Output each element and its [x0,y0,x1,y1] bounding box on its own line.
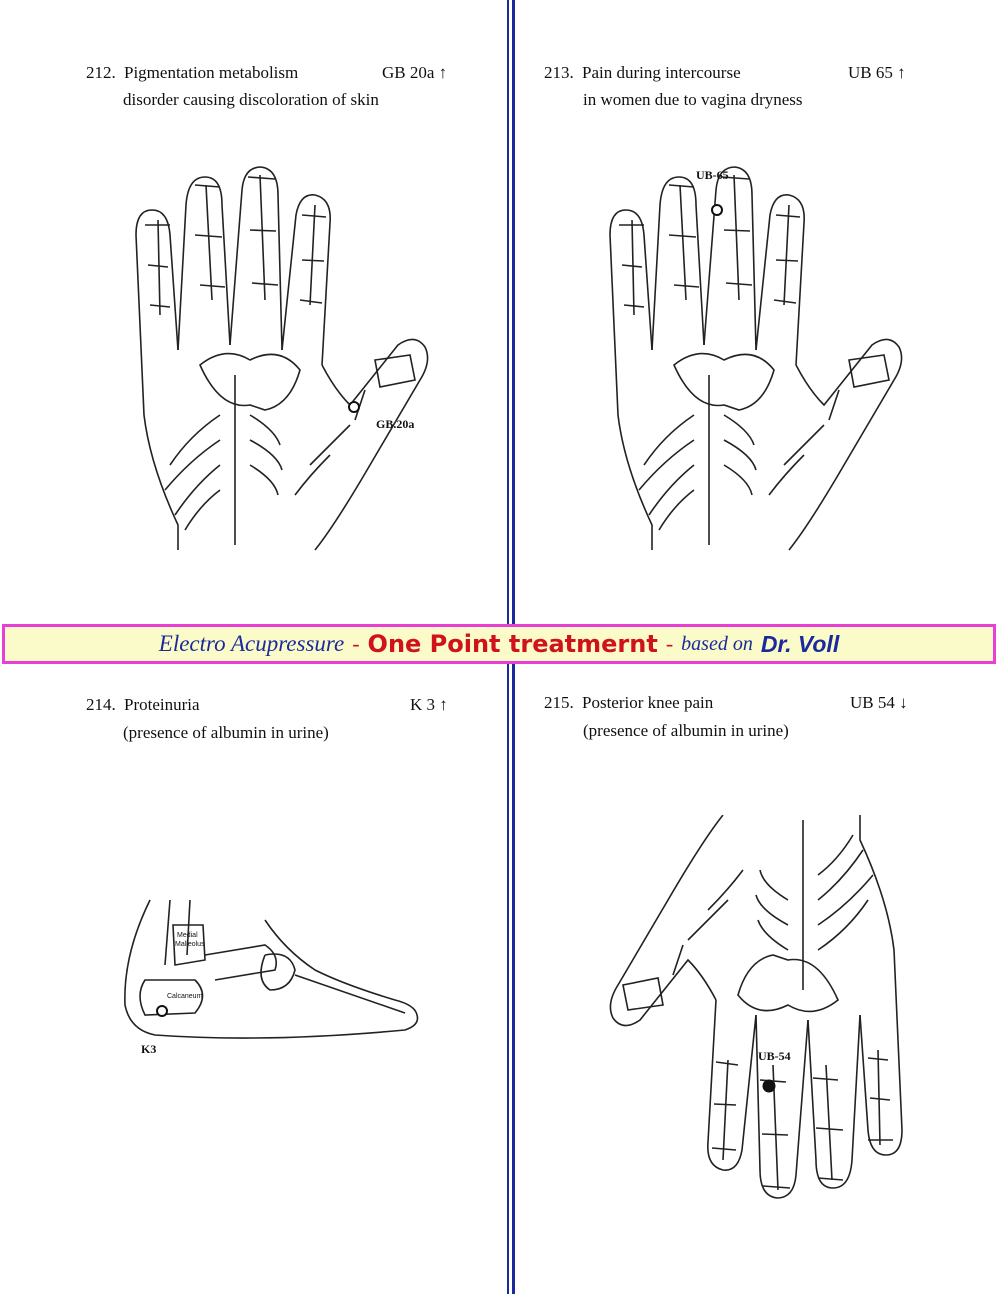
point-code: GB 20a ↑ [382,62,447,84]
arrow-icon: ↓ [899,693,908,712]
condition-subtitle: disorder causing discoloration of skin [123,90,379,109]
banner-based-on: based on [681,632,753,655]
banner-one-point: One Point treatmernt [367,630,658,658]
hand-icon: UB-54 [609,815,903,1199]
panel-title: 213. Pain during intercourse [544,62,741,84]
arrow-icon: ↑ [438,63,448,82]
banner-separator: - [352,631,360,656]
hand-icon: UB-65 [609,166,903,551]
hand-figure: UB-65 [604,165,914,555]
condition-subtitle: in women due to vagina dryness [583,90,803,109]
point-code-text: UB 54 [850,693,895,712]
panel-number: 215. [544,693,574,712]
panel-213: 213. Pain during intercourse in women du… [518,0,1000,620]
panel-214: 214. Proteinuria (presence of albumin in… [0,670,505,1294]
banner-separator: - [665,631,674,656]
bone-label: Medial [177,932,198,939]
point-code-text: K 3 [410,695,436,714]
bone-label: Calcaneum [167,993,203,1000]
panel-212: 212. Pigmentation metabolism disorder ca… [0,0,505,620]
panel-number: 213. [544,63,574,82]
point-label: GB.20a [376,417,414,431]
panel-number: 214. [86,695,116,714]
condition-subtitle: (presence of albumin in urine) [123,723,329,742]
banner-electro-acupressure: Electro Acupressure [158,631,345,656]
point-label: UB-65 [696,168,729,182]
point-code-text: GB 20a [382,63,435,82]
panel-title: 212. Pigmentation metabolism [86,62,298,84]
bone-label: Malleolus [175,941,205,948]
condition-title: Pain during intercourse [582,63,741,82]
panel-215: 215. Posterior knee pain (presence of al… [518,670,1000,1294]
point-label: UB-54 [758,1049,791,1063]
arrow-icon: ↑ [897,63,906,82]
panel-number: 212. [86,63,116,82]
condition-title: Posterior knee pain [582,693,714,712]
hand-figure: GB.20a [130,165,440,555]
point-code: UB 65 ↑ [848,62,906,84]
point-label: K3 [141,1042,156,1056]
foot-figure: Medial Malleolus Calcaneum K3 [115,895,425,1065]
condition-title: Pigmentation metabolism [124,63,299,82]
title-banner: Electro Acupressure - One Point treatmer… [2,624,996,664]
point-code: K 3 ↑ [410,694,448,716]
point-code: UB 54 ↓ [850,692,908,714]
panel-title: 215. Posterior knee pain [544,692,713,714]
panel-title: 214. Proteinuria [86,694,200,716]
condition-subtitle: (presence of albumin in urine) [583,721,789,740]
condition-title: Proteinuria [124,695,200,714]
foot-icon: Medial Malleolus Calcaneum K3 [124,899,419,1056]
point-code-text: UB 65 [848,63,893,82]
banner-dr-voll: Dr. Voll [760,630,840,657]
arrow-icon: ↑ [439,695,448,714]
hand-figure: UB-54 [588,815,908,1200]
hand-icon: GB.20a [135,166,429,551]
